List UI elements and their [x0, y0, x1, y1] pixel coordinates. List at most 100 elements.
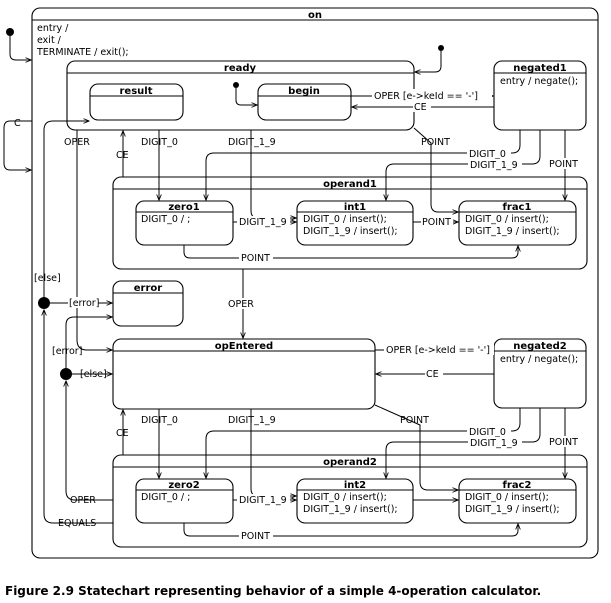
state-int1: int1 DIGIT_0 / insert(); DIGIT_1_9 / ins… — [296, 200, 414, 246]
label-oper-ready: OPER — [64, 137, 90, 148]
state-frac2-title: frac2 — [503, 480, 532, 491]
state-ready-title: ready — [224, 63, 257, 74]
label-digit19-zero2: DIGIT_1_9 — [239, 495, 287, 506]
label-else-junction2: [else] — [80, 369, 107, 380]
transition-digit19-zero1-int1: DIGIT_1_9 — [233, 216, 296, 228]
int2-action-1: DIGIT_0 / insert(); — [303, 492, 387, 503]
transition-c: C — [3, 118, 32, 170]
label-point-zero2: POINT — [241, 531, 270, 542]
label-point-negated1: POINT — [549, 159, 578, 170]
transition-oper-minus-2: OPER [e->keId == '-'] — [375, 343, 494, 356]
state-begin-title: begin — [288, 86, 320, 97]
frac1-action-2: DIGIT_1_9 / insert(); — [465, 226, 560, 237]
int2-action-2: DIGIT_1_9 / insert(); — [303, 504, 398, 515]
transition-oper-minus-1: OPER [e->keId == '-'] — [351, 89, 493, 102]
transition-ce-to-ready: CE — [116, 131, 129, 177]
label-point-zero1: POINT — [241, 253, 270, 264]
label-error-junction1: [error] — [69, 298, 99, 309]
transition-point-zero1-frac1: POINT — [183, 245, 518, 264]
state-frac1: frac1 DIGIT_0 / insert(); DIGIT_1_9 / in… — [458, 200, 577, 246]
label-else-junction1: [else] — [34, 273, 61, 284]
label-equals-operand2: EQUALS — [58, 518, 96, 529]
label-digit0-negated1: DIGIT_0 — [469, 149, 506, 160]
frac2-action-1: DIGIT_0 / insert(); — [465, 492, 549, 503]
state-error-title: error — [134, 283, 163, 294]
label-digit0-negated2: DIGIT_0 — [469, 427, 506, 438]
label-ce-negated2: CE — [426, 369, 439, 380]
state-result: result — [89, 83, 184, 121]
label-error-junction2: [error] — [52, 346, 82, 357]
label-c: C — [14, 118, 21, 129]
transition-oper-operand2: OPER — [66, 381, 113, 506]
state-operand2-title: operand2 — [323, 457, 377, 468]
label-digit19-negated1: DIGIT_1_9 — [470, 160, 518, 171]
state-opEntered: opEntered — [112, 338, 376, 410]
transition-digit0-to-zero1: DIGIT_0 — [141, 130, 178, 200]
state-int1-title: int1 — [344, 202, 366, 213]
int1-action-1: DIGIT_0 / insert(); — [303, 214, 387, 225]
label-digit0-ready: DIGIT_0 — [141, 137, 178, 148]
label-ce-operand1: CE — [116, 150, 129, 161]
initial-transition-on — [6, 28, 31, 60]
label-oper-minus-1: OPER [e->keId == '-'] — [374, 91, 478, 102]
state-zero2: zero2 DIGIT_0 / ; — [135, 478, 234, 524]
frac1-action-1: DIGIT_0 / insert(); — [465, 214, 549, 225]
label-ce-negated1: CE — [414, 102, 427, 113]
state-result-title: result — [120, 86, 153, 97]
transition-equals-operand2: EQUALS — [44, 310, 113, 529]
label-digit19-zero1: DIGIT_1_9 — [239, 217, 287, 228]
state-begin: begin — [257, 83, 352, 121]
state-operand1-title: operand1 — [323, 179, 377, 190]
state-negated2-title: negated2 — [513, 341, 567, 352]
junction-1: [error] [else] — [34, 121, 112, 309]
frac2-action-2: DIGIT_1_9 / insert(); — [465, 504, 560, 515]
transition-point-to-frac2: POINT — [374, 404, 458, 490]
on-entry-action: entry / — [37, 23, 69, 34]
initial-transition-ready — [415, 45, 444, 72]
zero2-action: DIGIT_0 / ; — [141, 492, 190, 503]
state-zero1-title: zero1 — [168, 202, 199, 213]
state-zero1: zero1 DIGIT_0 / ; — [135, 200, 234, 246]
state-negated1-title: negated1 — [513, 63, 567, 74]
label-oper-operand2: OPER — [70, 495, 96, 506]
state-int2: int2 DIGIT_0 / insert(); DIGIT_1_9 / ins… — [296, 478, 414, 524]
transition-digit19-negated1: DIGIT_1_9 — [386, 130, 541, 200]
state-negated1: negated1 entry / negate(); — [493, 60, 587, 131]
state-on-title: on — [308, 10, 322, 21]
transition-oper-operand1: OPER — [226, 269, 262, 338]
label-digit19-ready: DIGIT_1_9 — [228, 137, 276, 148]
statechart-diagram: on entry / exit / TERMINATE / exit(); C … — [3, 7, 599, 559]
label-digit0-opEntered: DIGIT_0 — [141, 415, 178, 426]
transition-point-int1-frac1: POINT — [413, 216, 458, 228]
on-terminate-action: TERMINATE / exit(); — [36, 47, 129, 58]
on-exit-action: exit / — [37, 35, 62, 46]
transition-digit19-negated2: DIGIT_1_9 — [386, 408, 541, 478]
negated1-action: entry / negate(); — [500, 76, 578, 87]
label-point-int1: POINT — [422, 217, 451, 228]
label-oper-minus-2: OPER [e->keId == '-'] — [386, 345, 490, 356]
label-point-negated2: POINT — [549, 437, 578, 448]
negated2-action: entry / negate(); — [500, 354, 578, 365]
transition-ce-to-opEntered: CE — [116, 410, 129, 455]
transition-ce-negated1: CE — [352, 101, 494, 113]
transition-digit0-negated2: DIGIT_0 — [206, 408, 521, 478]
label-point-opEntered: POINT — [400, 415, 429, 426]
label-oper-operand1: OPER — [228, 299, 254, 310]
transition-point-zero2-frac2: POINT — [183, 523, 518, 542]
state-frac1-title: frac1 — [503, 202, 532, 213]
label-point-ready: POINT — [421, 137, 450, 148]
int1-action-2: DIGIT_1_9 / insert(); — [303, 226, 398, 237]
label-digit19-negated2: DIGIT_1_9 — [470, 438, 518, 449]
state-zero2-title: zero2 — [168, 480, 199, 491]
initial-transition-begin — [233, 82, 257, 105]
zero1-action: DIGIT_0 / ; — [141, 214, 190, 225]
state-frac2: frac2 DIGIT_0 / insert(); DIGIT_1_9 / in… — [458, 478, 577, 524]
transition-digit0-negated1: DIGIT_0 — [206, 130, 521, 200]
transition-oper-from-ready: OPER — [64, 130, 112, 350]
transition-point-negated1: POINT — [547, 130, 581, 200]
transition-point-negated2: POINT — [547, 408, 581, 478]
label-ce-operand2: CE — [116, 428, 129, 439]
state-opEntered-title: opEntered — [215, 341, 273, 352]
junction-2: [else] [error] — [52, 317, 112, 380]
transition-point-to-frac1: POINT — [413, 127, 458, 212]
